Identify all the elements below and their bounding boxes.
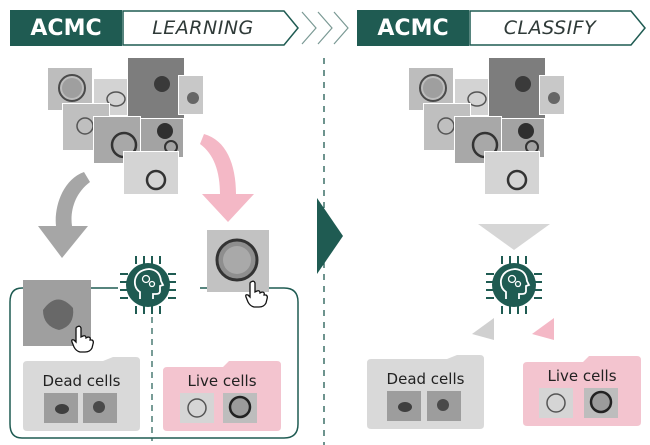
- dead-thumb: [83, 393, 117, 423]
- cell-image: [123, 151, 179, 195]
- cell-image: [488, 57, 546, 119]
- ai-head-chip-icon: [120, 256, 176, 314]
- next-step-arrow-icon: [317, 198, 343, 274]
- hand-pointer-icon: [71, 325, 94, 353]
- dead-cells-folder: [367, 355, 484, 429]
- learning-brand: ACMC: [10, 10, 122, 46]
- classify-tag-shape: [469, 10, 646, 46]
- learning-banner: ACMC LEARNING: [10, 10, 300, 46]
- live-flow-arrow-icon: [200, 134, 254, 222]
- live-cells-label: Live cells: [187, 372, 257, 390]
- dead-thumb: [427, 391, 461, 421]
- classify-banner: ACMC CLASSIFY: [357, 10, 647, 46]
- classify-mode-label: CLASSIFY: [503, 17, 597, 39]
- live-cells-label: Live cells: [547, 367, 617, 385]
- dead-thumb: [44, 393, 78, 423]
- output-dead-triangle-icon: [472, 318, 494, 340]
- cell-image: [93, 78, 133, 116]
- live-example-image[interactable]: [207, 230, 269, 292]
- live-thumb: [539, 388, 573, 418]
- cell-image: [539, 75, 565, 115]
- live-thumb: [584, 388, 618, 418]
- dead-cells-label: Dead cells: [42, 372, 121, 390]
- live-thumb: [180, 393, 214, 423]
- cell-image: [127, 57, 185, 119]
- dead-cells-label: Dead cells: [386, 370, 465, 388]
- hand-pointer-icon: [245, 280, 268, 308]
- ai-head-chip-icon: [486, 256, 542, 314]
- cell-image: [178, 75, 204, 115]
- down-triangle-icon: [478, 224, 550, 250]
- classify-brand: ACMC: [357, 10, 469, 46]
- dead-thumb: [387, 391, 421, 421]
- dead-cells-folder: [23, 357, 140, 431]
- output-live-triangle-icon: [532, 318, 554, 340]
- learning-mode-label: LEARNING: [152, 17, 254, 39]
- dead-flow-arrow-icon: [38, 172, 90, 258]
- live-thumb: [223, 393, 257, 423]
- cell-image: [484, 151, 540, 195]
- chevron-arrows-icon: [301, 11, 349, 45]
- learning-tag-shape: [122, 10, 299, 46]
